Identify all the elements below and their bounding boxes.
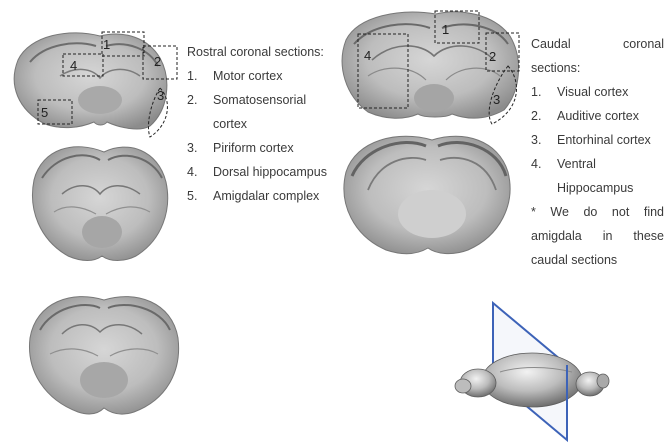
region-number: 4 — [364, 48, 371, 63]
rostral-legend: Rostral coronal sections: 1. Motor cortex… — [187, 40, 337, 208]
list-item: 4. Ventral Hippocampus — [531, 152, 664, 200]
rostral-section-2 — [32, 147, 167, 261]
caudal-note: * We do not find amigdala in these cauda… — [531, 200, 664, 272]
item-number: 4. — [187, 160, 197, 184]
item-label: Visual cortex — [557, 85, 628, 99]
list-item: 1. Visual cortex — [531, 80, 664, 104]
item-number: 4. — [531, 152, 541, 176]
caudal-legend-title-cont: sections: — [531, 56, 664, 80]
caudal-legend-list: 1. Visual cortex 2. Auditive cortex 3. Ento… — [531, 80, 664, 200]
list-item: 5. Amigdalar complex — [187, 184, 337, 208]
brain-3d-model — [455, 303, 609, 440]
region-number: 2 — [489, 49, 496, 64]
item-number: 2. — [531, 104, 541, 128]
region-number: 3 — [493, 92, 500, 107]
list-item: 2. Somatosensorial cortex — [187, 88, 337, 136]
rostral-legend-list: 1.Motor cortex 2.Somatosensorial cortex … — [187, 64, 337, 208]
caudal-legend-title: Caudal coronal — [531, 32, 664, 56]
list-item: 3. Piriform cortex — [187, 136, 337, 160]
list-item: 2. Auditive cortex — [531, 104, 664, 128]
list-item: 4. Dorsal hippocampus — [187, 160, 337, 184]
item-label: Dorsal hippocampus — [213, 165, 327, 179]
rostral-legend-title: Rostral coronal sections: — [187, 40, 337, 64]
region-number: 1 — [103, 37, 110, 52]
title-word: coronal — [623, 37, 664, 51]
item-label: Entorhinal cortex — [557, 133, 651, 147]
item-number: 1. — [187, 64, 197, 88]
item-label: Amigdalar complex — [213, 189, 319, 203]
caudal-section-2 — [344, 136, 510, 253]
item-label: Auditive cortex — [557, 109, 639, 123]
region-number: 4 — [70, 58, 77, 73]
item-number: 1. — [531, 80, 541, 104]
item-label: Ventral Hippocampus — [557, 157, 633, 195]
title-word: Caudal — [531, 37, 571, 51]
item-number: 2. — [187, 88, 197, 112]
item-number: 3. — [531, 128, 541, 152]
list-item: 3. Entorhinal cortex — [531, 128, 664, 152]
item-label: Somatosensorial cortex — [213, 93, 306, 131]
region-number: 3 — [157, 88, 164, 103]
region-number: 2 — [154, 54, 161, 69]
rostral-section-3 — [29, 297, 178, 414]
caudal-legend: Caudal coronal sections: 1. Visual cortex… — [531, 32, 664, 272]
item-number: 5. — [187, 184, 197, 208]
item-number: 3. — [187, 136, 197, 160]
region-number: 5 — [41, 105, 48, 120]
item-label: Piriform cortex — [213, 141, 294, 155]
region-number: 1 — [442, 22, 449, 37]
list-item: 1. Motor cortex — [187, 64, 337, 88]
item-label: Motor cortex — [213, 69, 282, 83]
